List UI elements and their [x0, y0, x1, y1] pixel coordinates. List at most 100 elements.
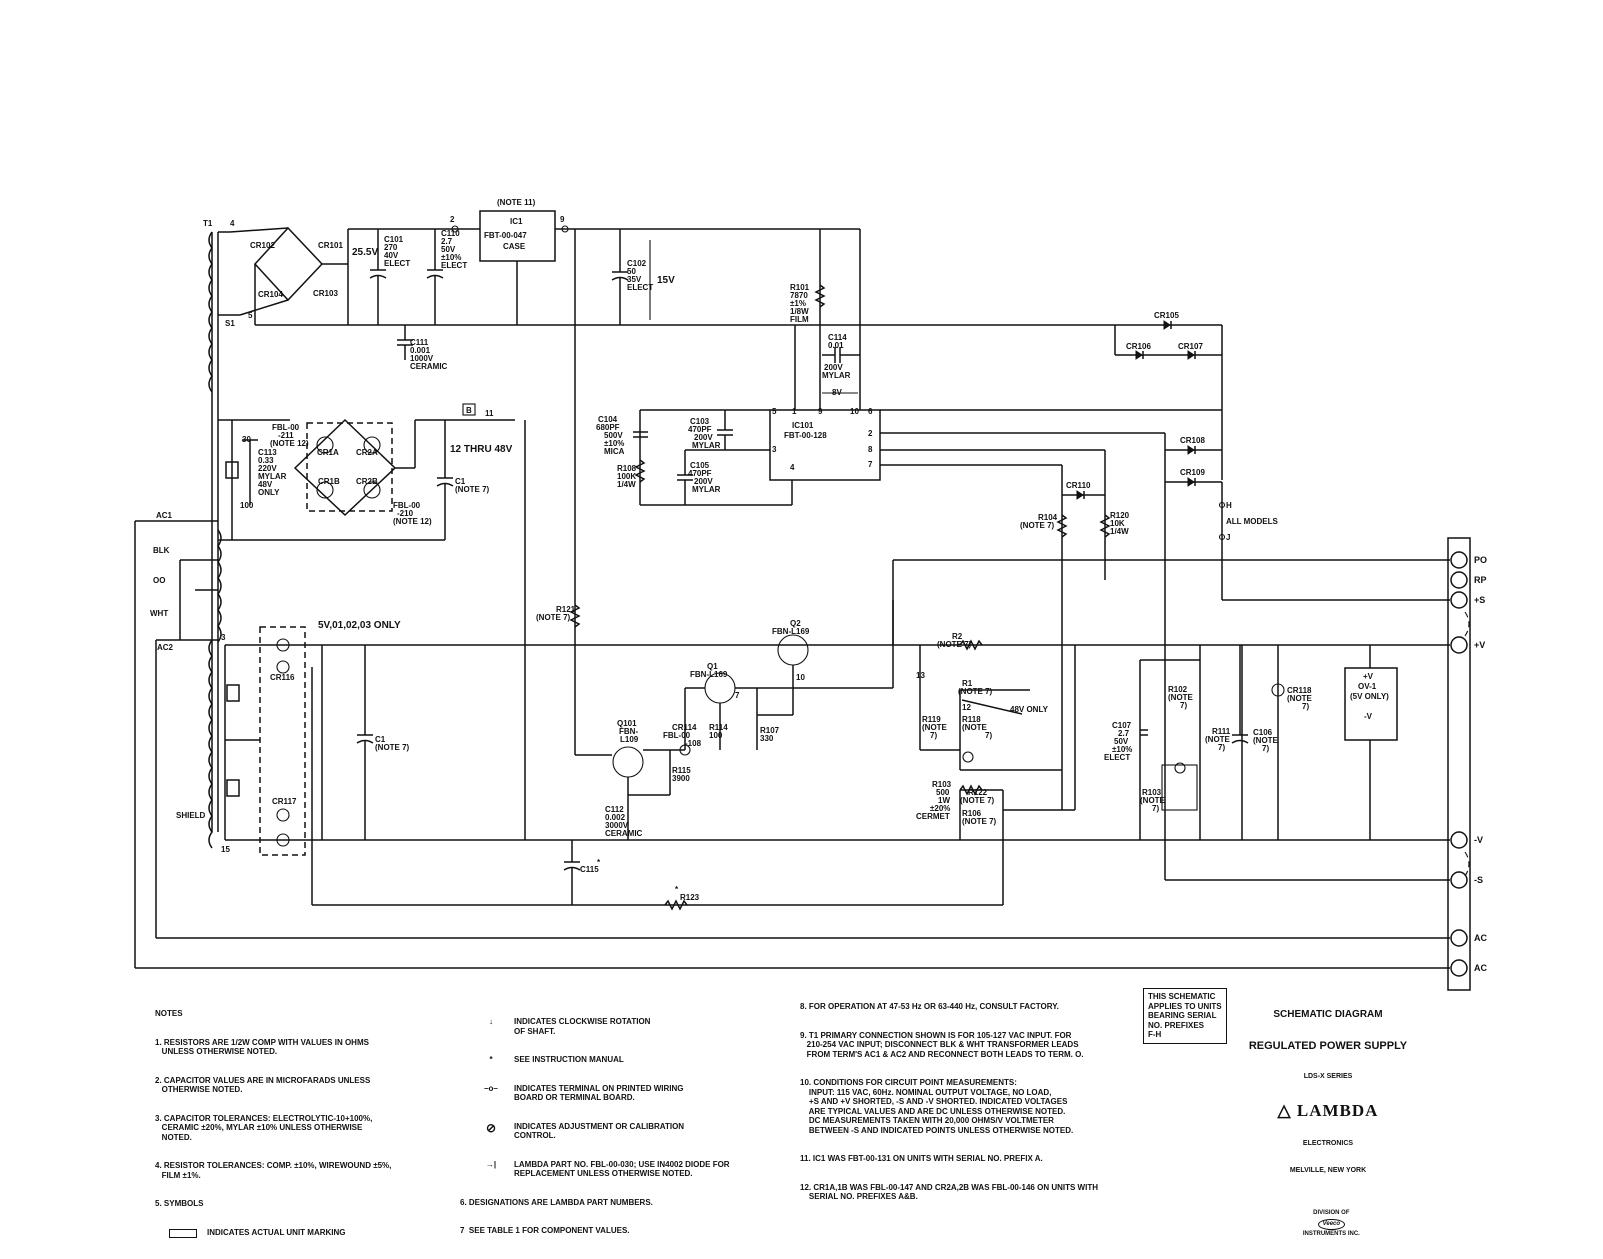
- note-2: 2. CAPACITOR VALUES ARE IN MICROFARADS U…: [155, 1075, 371, 1095]
- label-node11: 11: [485, 409, 494, 418]
- label-ic101-pin6: 6: [868, 407, 873, 416]
- terminal-label: -V: [1474, 835, 1483, 845]
- label-r104: R104(NOTE 7): [1020, 513, 1058, 530]
- label-ic101-pin4: 4: [790, 463, 795, 472]
- label-r106: R106(NOTE 7): [962, 809, 997, 826]
- label-pin30: 30: [242, 435, 251, 444]
- label-ac1: AC1: [156, 511, 173, 520]
- label-node10: 10: [796, 673, 805, 682]
- note-11: 11. IC1 WAS FBT-00-131 ON UNITS WITH SER…: [800, 1154, 1043, 1163]
- terminal-label: PO: [1474, 555, 1487, 565]
- label-shield: SHIELD: [176, 811, 206, 820]
- brand-sub2: MELVILLE, NEW YORK: [1289, 1166, 1367, 1174]
- label-cr104: CR104: [258, 290, 283, 299]
- note-9: 9. T1 PRIMARY CONNECTION SHOWN IS FOR 10…: [800, 1030, 1084, 1059]
- label-cr108: CR108: [1180, 436, 1205, 445]
- label-node-j: J: [1226, 533, 1230, 542]
- brand-logo: △ LAMBDA: [1248, 1101, 1408, 1121]
- label-cr1b: CR1B: [318, 477, 340, 486]
- symbol-terminal: –o– INDICATES TERMINAL ON PRINTED WIRING…: [478, 1084, 798, 1103]
- note-7: 7 SEE TABLE 1 FOR COMPONENT VALUES.: [460, 1226, 630, 1235]
- label-ic101-pin5: 5: [772, 407, 777, 416]
- terminal-label: RP: [1474, 575, 1487, 585]
- terminal-strip: [1447, 537, 1471, 991]
- label-blk: BLK: [153, 546, 170, 555]
- label-c1a: C1(NOTE 7): [455, 477, 490, 494]
- label-pin15: 15: [221, 845, 230, 854]
- symbol-adjust: ⊘ INDICATES ADJUSTMENT OR CALIBRATION CO…: [478, 1122, 798, 1141]
- label-pin100: 100: [240, 501, 254, 510]
- terminal-circle: [1450, 831, 1468, 849]
- title-block: SCHEMATIC DIAGRAM REGULATED POWER SUPPLY…: [1248, 990, 1408, 1259]
- label-node12: 12: [962, 703, 971, 712]
- brand-name: LAMBDA: [1296, 1100, 1379, 1120]
- asterisk-icon: *: [489, 1055, 493, 1064]
- label-r2: R2(NOTE 7): [937, 632, 972, 649]
- terminal-circle: [1450, 959, 1468, 977]
- note-8: 8. FOR OPERATION AT 47-53 Hz OR 63-440 H…: [800, 1002, 1059, 1011]
- label-star-r123: *: [675, 885, 679, 894]
- label-node-h: H: [1226, 501, 1232, 510]
- label-t1: T1: [203, 219, 213, 228]
- label-5v-only: 5V,01,02,03 ONLY: [318, 620, 401, 631]
- symbol-diode: →| LAMBDA PART NO. FBL-00-030; USE IN400…: [478, 1160, 798, 1179]
- label-cr117: CR117: [272, 797, 297, 806]
- terminal-label: AC: [1474, 963, 1487, 973]
- serial-prefix-box: THIS SCHEMATIC APPLIES TO UNITS BEARING …: [1143, 988, 1227, 1044]
- note-5a: INDICATES ACTUAL UNIT MARKING: [207, 1227, 346, 1237]
- symbol-manual: * SEE INSTRUCTION MANUAL: [478, 1055, 798, 1065]
- label-cr106: CR106: [1126, 342, 1151, 351]
- terminal-label: +V: [1474, 640, 1485, 650]
- label-15v: 15V: [657, 275, 675, 286]
- note-3: 3. CAPACITOR TOLERANCES: ELECTROLYTIC-10…: [155, 1113, 373, 1142]
- diode-icon: →|: [485, 1159, 497, 1169]
- bridge-rectifier-cr101-104: [229, 226, 349, 326]
- label-cr116: CR116: [270, 673, 295, 682]
- label-ic101-pin7: 7: [868, 460, 873, 469]
- label-ic101-pin9: 9: [818, 407, 823, 416]
- label-ic101-pin3: 3: [772, 445, 777, 454]
- label-r123: R123: [680, 893, 700, 902]
- label-48v-only: 48V ONLY: [1010, 705, 1049, 714]
- label-ac2: AC2: [157, 643, 174, 652]
- adjust-icon: ⊘: [485, 1120, 497, 1135]
- label-t1-pin5: 5: [248, 311, 253, 320]
- schematic-diagram: T1 4 5 S1 CR102 CR101 CR104 CR103 25.5V …: [134, 198, 1487, 991]
- title-line3: LDS-X SERIES: [1303, 1073, 1353, 1080]
- cw-arrow-icon: ↓: [489, 1017, 493, 1026]
- symbols-block: ↓ INDICATES CLOCKWISE ROTATION OF SHAFT.…: [460, 998, 798, 1245]
- label-12-48v: 12 THRU 48V: [450, 444, 513, 455]
- symbol-cw: ↓ INDICATES CLOCKWISE ROTATION OF SHAFT.: [478, 1017, 798, 1036]
- transformer-t1: [208, 231, 240, 849]
- notes-heading: NOTES: [155, 1009, 183, 1018]
- terminal-circle: [1450, 551, 1468, 569]
- label-node2: 2: [450, 215, 455, 224]
- label-ic101-pin1: 1: [792, 407, 797, 416]
- lambda-triangle-icon: △: [1277, 1100, 1292, 1120]
- symbol-unit-marking: INDICATES ACTUAL UNIT MARKING: [155, 1228, 475, 1238]
- label-node-b: B: [466, 406, 472, 415]
- note-6: 6. DESIGNATIONS ARE LAMBDA PART NUMBERS.: [460, 1197, 653, 1207]
- label-cr2b: CR2B: [356, 477, 378, 486]
- label-pin3: 3: [221, 633, 226, 642]
- terminal-label: +S: [1474, 595, 1485, 605]
- label-c1b: C1(NOTE 7): [375, 735, 410, 752]
- brand-sub1: ELECTRONICS: [1302, 1139, 1354, 1147]
- note-5: 5. SYMBOLS: [155, 1199, 204, 1208]
